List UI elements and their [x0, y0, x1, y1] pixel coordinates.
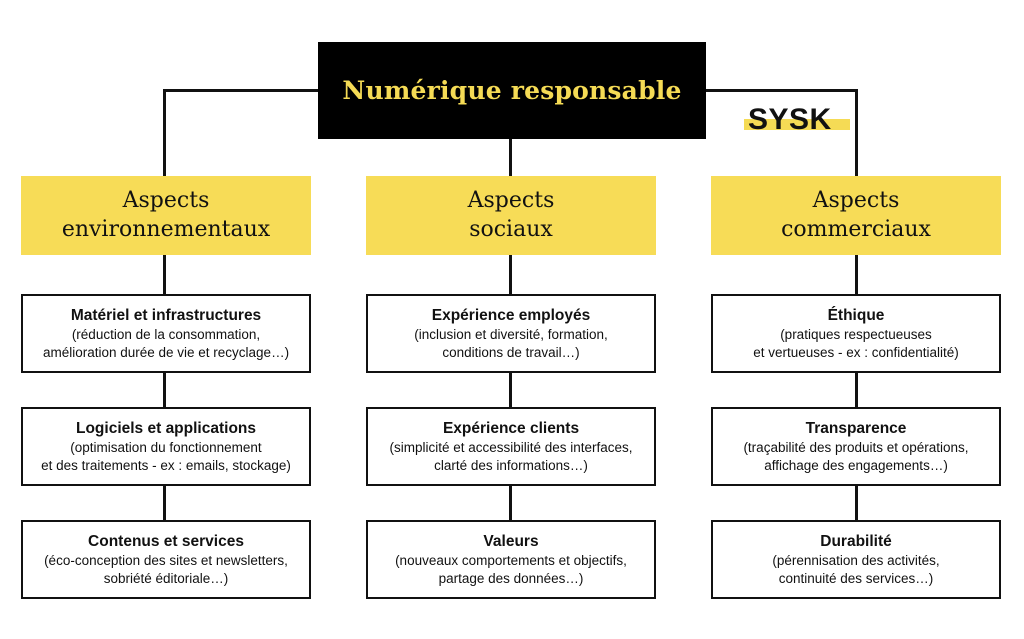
connector-col2-item2-to-item3: [509, 486, 512, 520]
leaf-box-contenus-et-services: Contenus et services (éco-conception des…: [21, 520, 311, 599]
sysk-logo: SYSK: [744, 103, 850, 137]
connector-col3-cat-to-item1: [855, 254, 858, 294]
leaf-box-ethique: Éthique (pratiques respectueuses et vert…: [711, 294, 1001, 373]
category-title-line1: Aspects: [122, 188, 210, 214]
connector-root-to-center-vertical: [509, 138, 512, 176]
leaf-description: (inclusion et diversité, formation, cond…: [414, 327, 608, 360]
connector-root-to-left-vertical: [163, 89, 166, 176]
connector-col3-item1-to-item2: [855, 373, 858, 407]
category-title-line2: sociaux: [469, 216, 553, 242]
connector-col1-cat-to-item1: [163, 254, 166, 294]
category-title-line2: commerciaux: [781, 216, 931, 242]
leaf-box-materiel-et-infrastructures: Matériel et infrastructures (réduction d…: [21, 294, 311, 373]
category-box-environnementaux: Aspects environnementaux: [21, 176, 311, 255]
leaf-description: (traçabilité des produits et opérations,…: [743, 440, 969, 473]
leaf-box-experience-employes: Expérience employés (inclusion et divers…: [366, 294, 656, 373]
leaf-box-valeurs: Valeurs (nouveaux comportements et objec…: [366, 520, 656, 599]
leaf-description: (pratiques respectueuses et vertueuses -…: [753, 327, 959, 360]
leaf-description: (nouveaux comportements et objectifs, pa…: [395, 553, 627, 586]
root-node: Numérique responsable: [318, 42, 706, 139]
leaf-box-logiciels-et-applications: Logiciels et applications (optimisation …: [21, 407, 311, 486]
logo-highlight-bar: [744, 119, 850, 130]
logo-text: SYSK: [748, 103, 832, 136]
leaf-title: Expérience employés: [431, 306, 591, 324]
leaf-title: Logiciels et applications: [75, 419, 256, 437]
leaf-title: Durabilité: [820, 532, 892, 550]
category-title-line1: Aspects: [812, 188, 900, 214]
leaf-title: Valeurs: [483, 532, 539, 550]
leaf-title: Expérience clients: [442, 419, 580, 437]
connector-col1-item1-to-item2: [163, 373, 166, 407]
category-box-sociaux: Aspects sociaux: [366, 176, 656, 255]
leaf-description: (simplicité et accessibilité des interfa…: [389, 440, 633, 473]
root-node-title: Numérique responsable: [342, 76, 682, 105]
category-title-line2: environnementaux: [61, 216, 271, 242]
leaf-title: Transparence: [805, 419, 907, 437]
leaf-box-transparence: Transparence (traçabilité des produits e…: [711, 407, 1001, 486]
connector-col2-cat-to-item1: [509, 254, 512, 294]
leaf-box-experience-clients: Expérience clients (simplicité et access…: [366, 407, 656, 486]
connector-root-to-left-horizontal: [163, 89, 321, 92]
leaf-description: (réduction de la consommation, améliorat…: [42, 327, 290, 360]
category-title-line1: Aspects: [467, 188, 555, 214]
category-box-commerciaux: Aspects commerciaux: [711, 176, 1001, 255]
leaf-description: (optimisation du fonctionnement et des t…: [41, 440, 291, 473]
connector-col2-item1-to-item2: [509, 373, 512, 407]
connector-col3-item2-to-item3: [855, 486, 858, 520]
leaf-description: (pérennisation des activités, continuité…: [772, 553, 940, 586]
leaf-title: Matériel et infrastructures: [70, 306, 262, 324]
connector-col1-item2-to-item3: [163, 486, 166, 520]
leaf-description: (éco-conception des sites et newsletters…: [44, 553, 288, 586]
leaf-title: Contenus et services: [88, 532, 244, 550]
connector-root-to-right-horizontal: [703, 89, 858, 92]
leaf-box-durabilite: Durabilité (pérennisation des activités,…: [711, 520, 1001, 599]
leaf-title: Éthique: [827, 306, 885, 324]
connector-root-to-right-vertical: [855, 89, 858, 176]
